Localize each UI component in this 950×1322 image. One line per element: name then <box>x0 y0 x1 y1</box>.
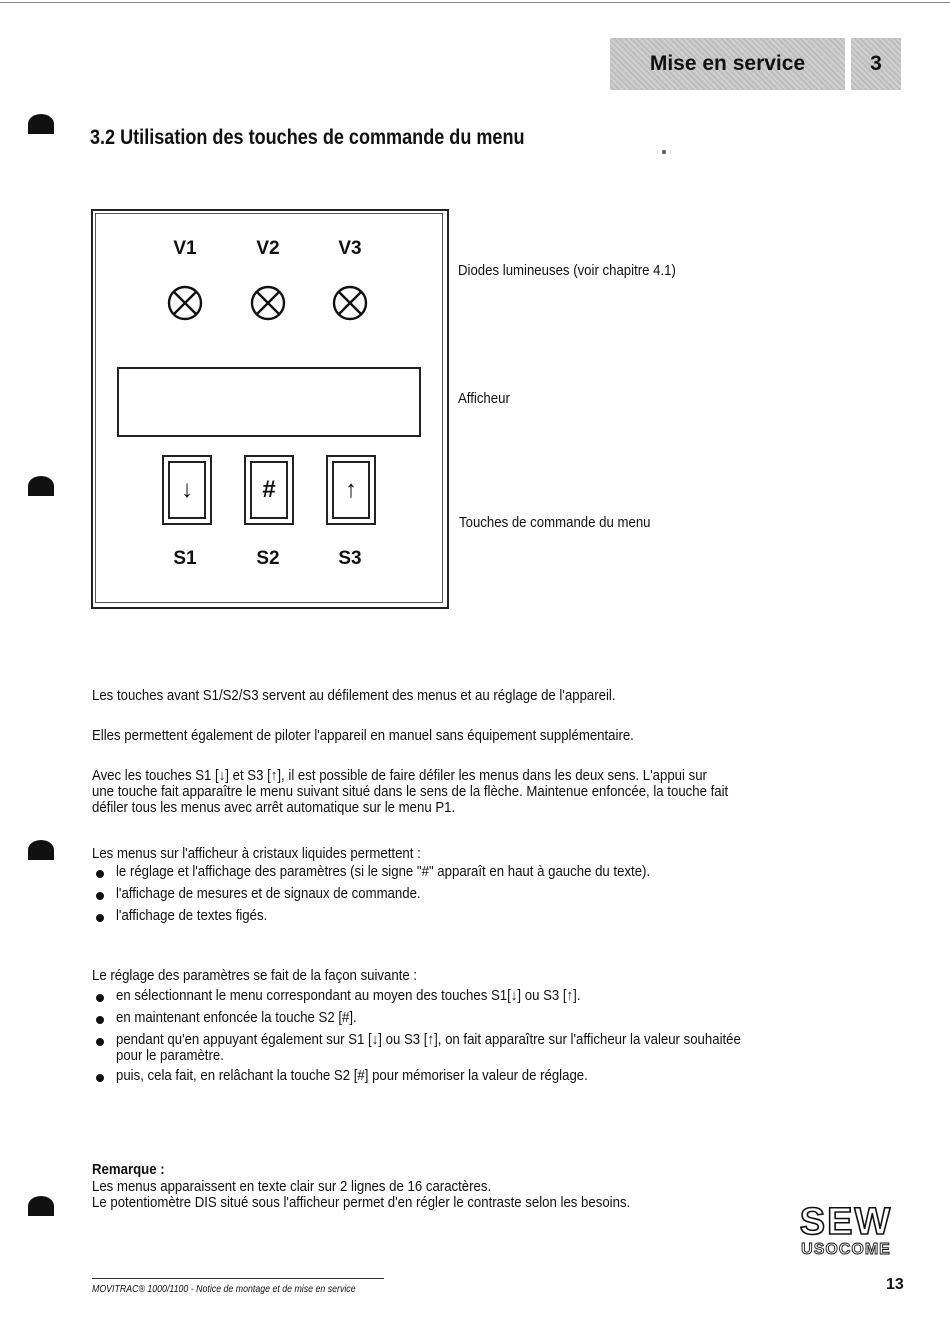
list2-item: en sélectionnant le menu correspondant a… <box>116 987 581 1004</box>
list2-item-continuation: pour le paramètre. <box>116 1047 224 1064</box>
key-label-s2: S2 <box>256 548 280 569</box>
led-icon-v1 <box>167 285 203 321</box>
svg-text:SEW: SEW <box>800 1201 893 1243</box>
top-rule <box>0 2 950 3</box>
footer-text: MOVITRAC® 1000/1100 - Notice de montage … <box>92 1284 356 1295</box>
key-s3: ↑ <box>326 455 376 525</box>
list2-item: en maintenant enfoncée la touche S2 [#]. <box>116 1009 357 1026</box>
sew-usocome-logo: SEW USOCOME <box>799 1200 893 1258</box>
section-title: 3.2 Utilisation des touches de commande … <box>90 126 525 149</box>
callout-leds: Diodes lumineuses (voir chapitre 4.1) <box>458 262 676 279</box>
arrow-up-icon: ↑ <box>332 461 370 519</box>
footer-rule <box>92 1278 384 1279</box>
list2-item: puis, cela fait, en relâchant la touche … <box>116 1067 588 1084</box>
chapter-tab-title: Mise en service <box>610 38 845 90</box>
binder-hole-mark <box>28 476 54 496</box>
led-icon-v3 <box>332 285 368 321</box>
control-panel-frame <box>91 209 449 609</box>
led-icon-v2 <box>250 285 286 321</box>
paragraph-2: Elles permettent également de piloter l'… <box>92 727 634 744</box>
note-line-2: Le potentiomètre DIS situé sous l'affich… <box>92 1194 631 1211</box>
led-label-v1: V1 <box>173 238 197 259</box>
binder-hole-mark <box>28 114 54 134</box>
key-s1: ↓ <box>162 455 212 525</box>
bullet-icon <box>96 914 104 922</box>
key-label-s3: S3 <box>338 548 362 569</box>
list2-item: pendant qu'en appuyant également sur S1 … <box>116 1031 741 1048</box>
hash-icon: # <box>250 461 288 519</box>
binder-hole-mark <box>28 840 54 860</box>
paragraph-3-line-3: défiler tous les menus avec arrêt automa… <box>92 799 456 816</box>
list1-item: l'affichage de mesures et de signaux de … <box>116 885 421 902</box>
note-title: Remarque : <box>92 1161 165 1178</box>
paragraph-1: Les touches avant S1/S2/S3 servent au dé… <box>92 687 616 704</box>
paragraph-3-line-2: une touche fait apparaître le menu suiva… <box>92 783 729 800</box>
led-label-v3: V3 <box>338 238 362 259</box>
key-label-s1: S1 <box>173 548 197 569</box>
bullet-icon <box>96 892 104 900</box>
binder-hole-mark <box>28 1196 54 1216</box>
list2-intro: Le réglage des paramètres se fait de la … <box>92 967 418 984</box>
page-number: 13 <box>886 1276 904 1293</box>
bullet-icon <box>96 1016 104 1024</box>
bullet-icon <box>96 870 104 878</box>
svg-text:USOCOME: USOCOME <box>801 1241 891 1258</box>
list1-intro: Les menus sur l'afficheur à cristaux liq… <box>92 845 421 862</box>
bullet-icon <box>96 1074 104 1082</box>
scan-speck <box>662 150 666 154</box>
paragraph-3-line-1: Avec les touches S1 [↓] et S3 [↑], il es… <box>92 767 707 784</box>
chapter-tab-number: 3 <box>851 38 901 90</box>
bullet-icon <box>96 994 104 1002</box>
lcd-display <box>117 367 421 437</box>
list1-item: le réglage et l'affichage des paramètres… <box>116 863 651 880</box>
led-label-v2: V2 <box>256 238 280 259</box>
control-panel-inner-frame <box>95 213 443 603</box>
arrow-down-icon: ↓ <box>168 461 206 519</box>
callout-keys: Touches de commande du menu <box>459 514 651 531</box>
note-line-1: Les menus apparaissent en texte clair su… <box>92 1178 492 1195</box>
list1-item: l'affichage de textes figés. <box>116 907 268 924</box>
callout-display: Afficheur <box>458 390 510 407</box>
bullet-icon <box>96 1038 104 1046</box>
key-s2: # <box>244 455 294 525</box>
